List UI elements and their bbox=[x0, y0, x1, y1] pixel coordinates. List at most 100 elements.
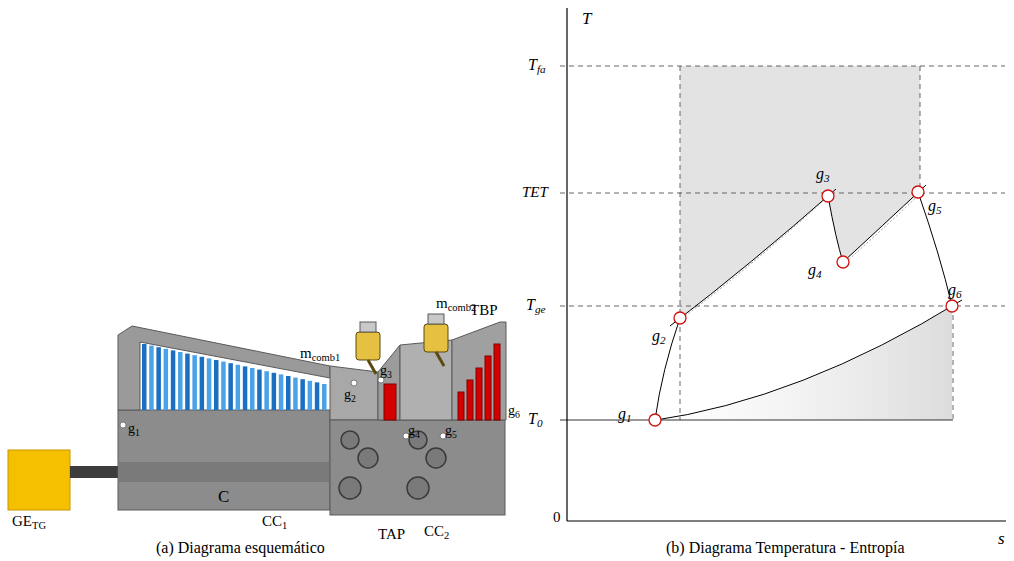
blade bbox=[207, 358, 212, 410]
generator bbox=[8, 450, 70, 510]
label-text: g bbox=[508, 403, 515, 418]
label-text: T bbox=[528, 56, 537, 73]
part-label: TBP bbox=[470, 303, 498, 318]
blade bbox=[322, 384, 327, 410]
guide-lines bbox=[560, 66, 1005, 420]
blade bbox=[257, 370, 262, 410]
label-text: g bbox=[445, 423, 452, 438]
part-label: C bbox=[218, 488, 229, 505]
turbine-schematic bbox=[8, 314, 506, 515]
blade bbox=[178, 352, 183, 410]
burner-1 bbox=[356, 322, 380, 374]
blade bbox=[315, 382, 320, 410]
label-text: (a) Diagrama esquemático bbox=[156, 539, 325, 556]
subscript: 5 bbox=[936, 204, 942, 216]
s-axis bbox=[567, 520, 1006, 521]
blade bbox=[293, 378, 298, 410]
tbp-blades bbox=[458, 344, 500, 420]
fuel-label: mcomb1 bbox=[300, 346, 340, 364]
label-text: g bbox=[652, 327, 660, 344]
level-label: T0 bbox=[528, 411, 543, 430]
axis-label: T bbox=[582, 10, 591, 27]
blade bbox=[458, 392, 464, 420]
label-text: 0 bbox=[553, 509, 561, 525]
blade bbox=[467, 380, 473, 420]
blade bbox=[250, 368, 255, 410]
label-text: g bbox=[808, 261, 816, 278]
label-text: s bbox=[998, 529, 1005, 548]
subscript: 2 bbox=[660, 334, 666, 346]
t-axis bbox=[566, 8, 567, 521]
label-text: g bbox=[618, 405, 626, 422]
level-label: TET bbox=[522, 185, 548, 200]
blade bbox=[171, 350, 176, 410]
state-points bbox=[649, 186, 958, 426]
blade bbox=[476, 368, 482, 420]
axis-label: s bbox=[998, 530, 1005, 547]
subscript: 4 bbox=[816, 268, 822, 280]
label-text: g bbox=[128, 421, 135, 436]
subscript: 2 bbox=[444, 530, 449, 541]
subscript: ge bbox=[535, 303, 546, 315]
shaded-area bbox=[680, 66, 920, 318]
station-label: g3 bbox=[380, 364, 392, 380]
label-text: C bbox=[218, 487, 229, 506]
blade bbox=[221, 362, 226, 410]
blade bbox=[300, 379, 305, 410]
subscript: comb1 bbox=[312, 352, 341, 363]
compressor-blades bbox=[142, 344, 327, 410]
label-text: g bbox=[380, 363, 387, 378]
subscript: 1 bbox=[282, 520, 287, 531]
state-label: g4 bbox=[808, 262, 822, 281]
rotor-band bbox=[118, 462, 330, 482]
axis-label: 0 bbox=[553, 510, 561, 525]
state-label: g2 bbox=[652, 328, 666, 347]
label-text: g bbox=[344, 387, 351, 402]
station-label: g2 bbox=[344, 388, 356, 404]
blade bbox=[142, 344, 147, 410]
blade bbox=[214, 360, 219, 410]
label-text: TBP bbox=[470, 302, 498, 318]
subscript: 1 bbox=[626, 412, 632, 424]
label-text: CC bbox=[424, 523, 444, 539]
state-label: g6 bbox=[948, 282, 962, 301]
subscript: TG bbox=[32, 520, 46, 531]
label-text: CC bbox=[262, 513, 282, 529]
combustor1-casing bbox=[378, 345, 400, 420]
blade bbox=[149, 346, 154, 410]
blade bbox=[236, 365, 241, 410]
level-label: Tge bbox=[526, 297, 545, 316]
subscript: 5 bbox=[452, 429, 457, 440]
label-text: GE bbox=[12, 513, 32, 529]
part-label: GETG bbox=[12, 514, 46, 532]
blade bbox=[164, 349, 169, 410]
subscript: 1 bbox=[135, 427, 140, 438]
subscript: 6 bbox=[956, 288, 962, 300]
label-text: g bbox=[928, 197, 936, 214]
caption: (b) Diagrama Temperatura - Entropía bbox=[666, 540, 904, 556]
label-text: T bbox=[526, 296, 535, 313]
state-label: g5 bbox=[928, 198, 942, 217]
label-text: g bbox=[948, 281, 956, 298]
subscript: 6 bbox=[515, 409, 520, 420]
state-label: g3 bbox=[816, 166, 830, 185]
label-text: T bbox=[582, 9, 591, 28]
label-text: m bbox=[436, 295, 448, 311]
ts-diagram bbox=[560, 8, 1006, 521]
blade bbox=[192, 355, 197, 410]
compressor-lower-casing bbox=[118, 410, 330, 510]
part-label: CC2 bbox=[424, 524, 449, 542]
blade bbox=[264, 371, 269, 410]
blade bbox=[185, 354, 190, 410]
blade bbox=[308, 381, 313, 410]
cycle-curves bbox=[650, 185, 962, 421]
label-text: (b) Diagrama Temperatura - Entropía bbox=[666, 539, 904, 556]
label-text: TAP bbox=[378, 526, 405, 542]
station-label: g4 bbox=[408, 424, 420, 440]
part-label: CC1 bbox=[262, 514, 287, 532]
subscript: 0 bbox=[537, 417, 543, 429]
blade bbox=[485, 356, 491, 420]
caption: (a) Diagrama esquemático bbox=[156, 540, 325, 556]
